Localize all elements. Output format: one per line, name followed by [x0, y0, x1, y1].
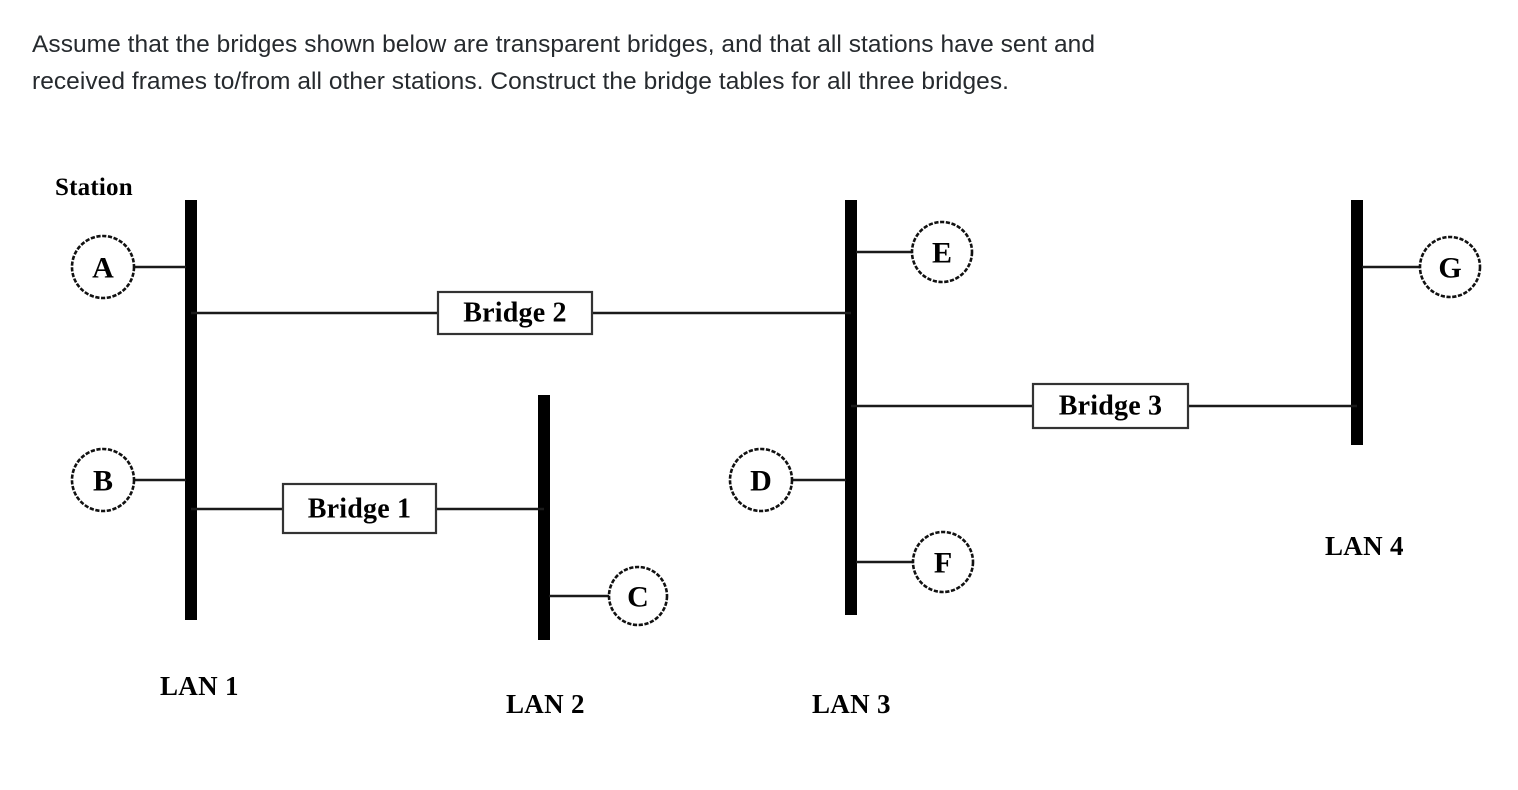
lan2-label: LAN 2 [506, 689, 585, 719]
bridge-node-bridge3[interactable]: Bridge 3 [1031, 382, 1190, 430]
station-f-circle[interactable] [911, 530, 975, 594]
lan-bar-lan1 [185, 200, 197, 620]
station-node-c[interactable]: C [607, 565, 669, 627]
station-c-circle[interactable] [607, 565, 669, 627]
station-c-label: C [627, 581, 649, 614]
bridge2-box[interactable] [436, 290, 594, 336]
station-e-circle[interactable] [910, 220, 974, 284]
bridge1-label: Bridge 1 [308, 494, 411, 525]
station-d-circle[interactable] [728, 447, 794, 513]
station-node-f[interactable]: F [911, 530, 975, 594]
station-node-d[interactable]: D [728, 447, 794, 513]
station-g-label: G [1438, 252, 1461, 285]
bridge-node-bridge2[interactable]: Bridge 2 [436, 290, 594, 336]
bridge3-label: Bridge 3 [1059, 391, 1162, 422]
bridge-node-bridge1[interactable]: Bridge 1 [281, 482, 438, 535]
station-g-circle[interactable] [1418, 235, 1482, 299]
station-b-circle[interactable] [70, 447, 136, 513]
station-node-b[interactable]: B [70, 447, 136, 513]
lan1-label: LAN 1 [160, 671, 239, 701]
lan-bar-lan4 [1351, 200, 1363, 445]
lan4-label: LAN 4 [1325, 531, 1404, 561]
bridge2-label: Bridge 2 [463, 298, 566, 329]
station-node-a[interactable]: A [70, 234, 136, 300]
station-caption: Station [55, 174, 133, 201]
bridge3-box[interactable] [1031, 382, 1190, 430]
lan3-label: LAN 3 [812, 689, 891, 719]
station-d-label: D [750, 465, 772, 498]
station-node-e[interactable]: E [910, 220, 974, 284]
question-line-2: received frames to/from all other statio… [32, 68, 1009, 95]
lan-bar-lan2 [538, 395, 550, 640]
station-f-label: F [934, 547, 952, 580]
bridge1-box[interactable] [281, 482, 438, 535]
question-prompt: Assume that the bridges shown below are … [32, 26, 1452, 100]
station-a-label: A [92, 252, 114, 285]
station-node-g[interactable]: G [1418, 235, 1482, 299]
station-a-circle[interactable] [70, 234, 136, 300]
bridge-network-diagram: Station Bridge 1 Bridge 2 Bridge 3 A [0, 150, 1518, 760]
lan-bar-lan3 [845, 200, 857, 615]
station-e-label: E [932, 237, 952, 270]
question-line-1: Assume that the bridges shown below are … [32, 31, 1096, 58]
station-b-label: B [93, 465, 113, 498]
